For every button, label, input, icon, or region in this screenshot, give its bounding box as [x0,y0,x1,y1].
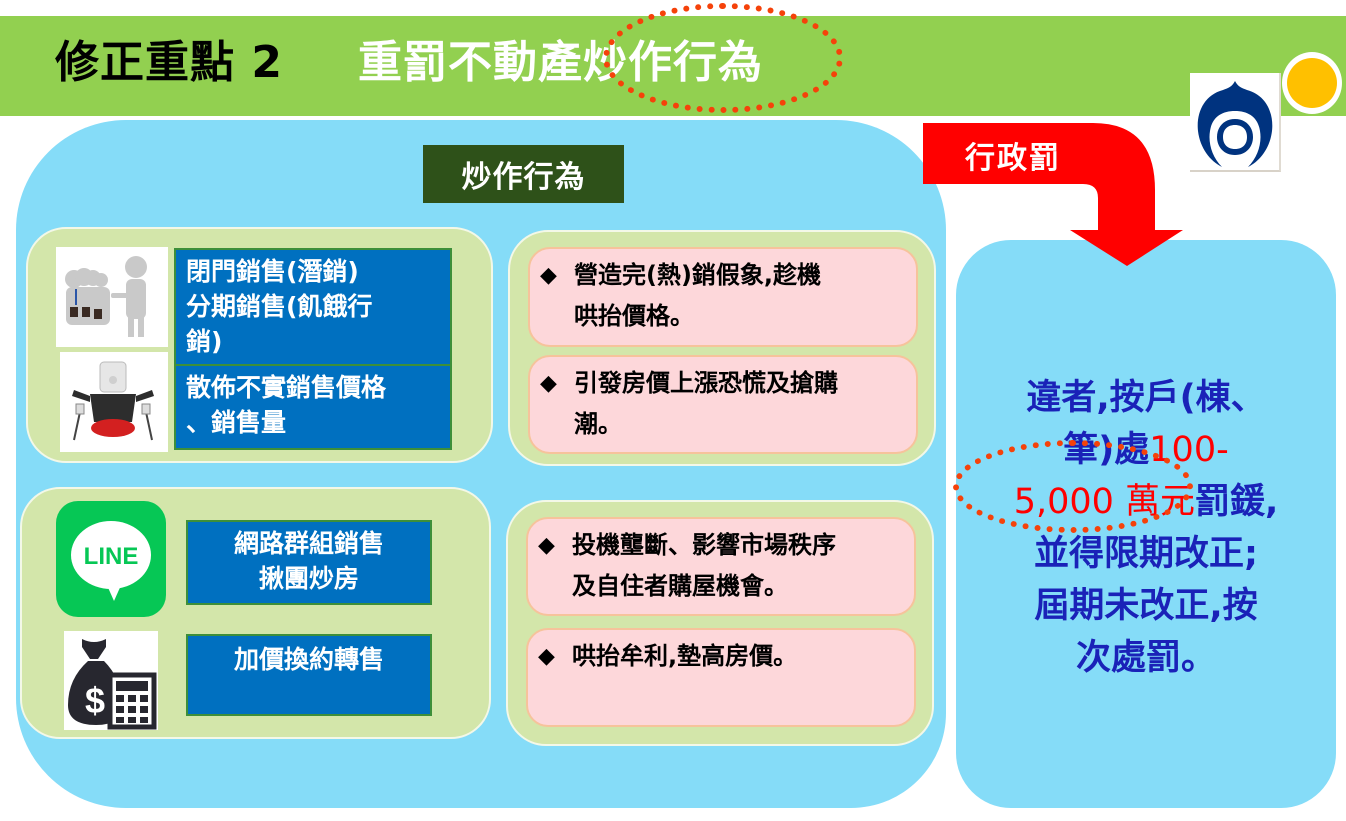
effect-item: ◆ 引發房價上漲恐慌及搶購 潮。 [528,355,918,454]
penalty-text-line: 違者,按戶(棟、 [1026,378,1266,418]
behavior-text-line: 銷) [186,327,223,356]
sun-circle-icon [1287,58,1337,108]
effect-text-line: 哄抬價格。 [574,302,694,330]
penalty-text-line: 次處罰。 [1075,638,1216,678]
effect-text-line: 及自住者購屋機會。 [572,572,788,600]
svg-text:$: $ [85,680,105,721]
behavior-false-price-info: 散佈不實銷售價格 、銷售量 [174,364,452,450]
behavior-closed-door-sales: 閉門銷售(潛銷) 分期銷售(飢餓行 銷) [174,248,452,366]
press-speaker-image [60,352,168,452]
diamond-bullet-icon: ◆ [540,371,557,396]
effect-text-line: 營造完(熱)銷假象,趁機 [574,261,822,289]
money-bag-calculator-icon: $ [64,631,158,730]
behavior-text-line: 分期銷售(飢餓行 [186,292,373,321]
agency-logo [1190,73,1281,172]
effect-text-line: 哄抬牟利,墊高房價。 [572,642,798,670]
line-app-icon: LINE [56,501,166,617]
svg-text:LINE: LINE [84,543,139,570]
behavior-text-line: 閉門銷售(潛銷) [186,257,359,286]
penalty-text-segment: 罰鍰, [1195,482,1279,522]
diamond-bullet-icon: ◆ [538,644,555,669]
penalty-description: 違者,按戶(棟、 筆)處100- 5,000 萬元罰鍰, 並得限期改正; 屆期未… [966,372,1326,684]
effect-text-line: 投機壟斷、影響市場秩序 [572,531,836,559]
behavior-text-line: 網路群組銷售 [233,529,384,558]
logo-emblem-icon [1197,81,1273,167]
effect-text-line: 潮。 [574,410,622,438]
penalty-text-line: 屆期未改正,按 [1034,586,1258,626]
behavior-contract-resale: 加價換約轉售 [186,634,432,716]
effect-text-line: 引發房價上漲恐慌及搶購 [574,369,838,397]
title-highlight-ellipse [603,3,843,113]
page-title: 修正重點 2 [55,37,283,88]
behavior-text-line: 、銷售量 [186,408,287,437]
effect-item: ◆ 投機壟斷、影響市場秩序 及自住者購屋機會。 [526,517,916,616]
fine-highlight-ellipse [953,440,1193,533]
behavior-text-line: 揪團炒房 [258,564,359,593]
behavior-text-line: 加價換約轉售 [233,645,384,674]
effect-item: ◆ 哄抬牟利,墊高房價。 [526,628,916,727]
behavior-online-group-sales: 網路群組銷售 揪團炒房 [186,520,432,605]
behavior-text-line: 散佈不實銷售價格 [186,373,387,402]
arrow-label: 行政罰 [965,141,1061,176]
section-label: 炒作行為 [423,145,624,203]
people-presentation-image [56,247,168,347]
diamond-bullet-icon: ◆ [540,263,557,288]
bent-arrow-icon [923,123,1183,266]
diamond-bullet-icon: ◆ [538,533,555,558]
effect-item: ◆ 營造完(熱)銷假象,趁機 哄抬價格。 [528,247,918,347]
penalty-text-line: 並得限期改正; [1034,534,1258,574]
